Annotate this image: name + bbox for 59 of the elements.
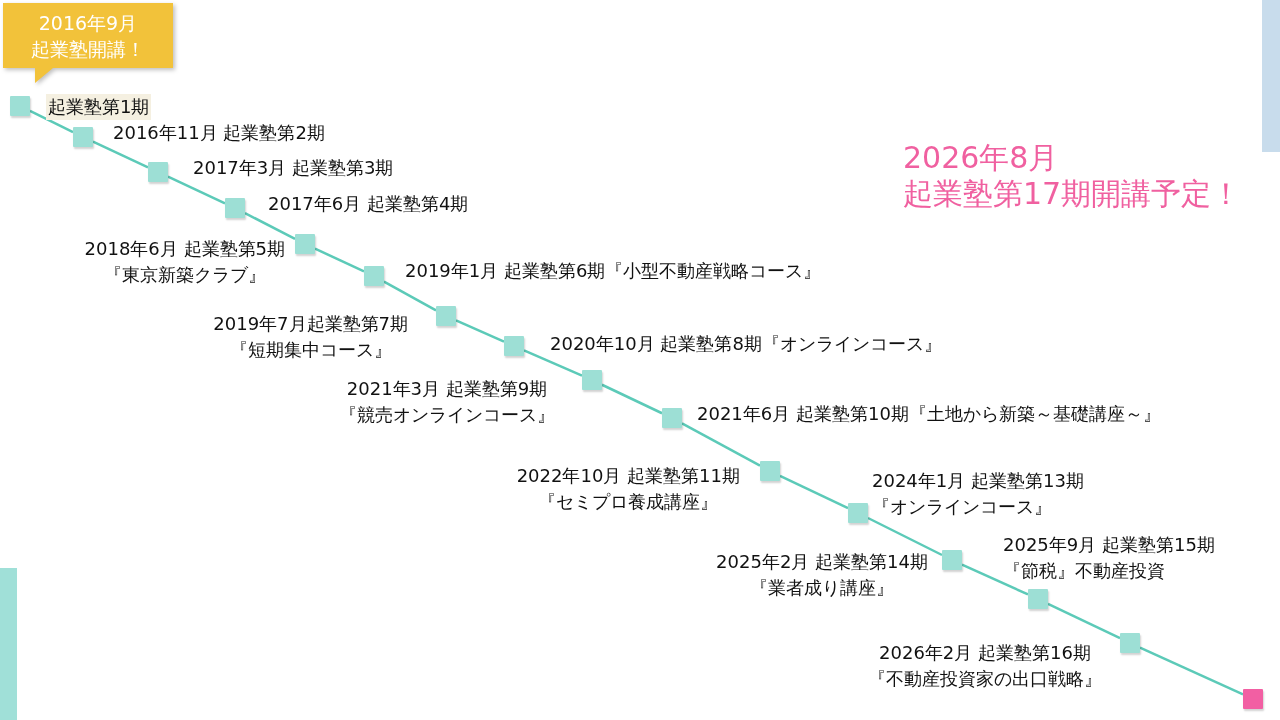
timeline-marker xyxy=(582,370,602,390)
callout-text: 起業塾開講！ xyxy=(31,36,145,62)
milestone-label: 2021年3月 起業塾第9期 xyxy=(346,377,548,401)
timeline-marker xyxy=(1243,689,1263,709)
milestone-label: 『業者成り講座』 xyxy=(750,576,895,600)
timeline-marker xyxy=(1120,633,1140,653)
timeline-marker xyxy=(148,162,168,182)
timeline-marker xyxy=(295,234,315,254)
timeline-marker xyxy=(1028,589,1048,609)
milestone-label: 2016年11月 起業塾第2期 xyxy=(113,121,325,145)
milestone-label: 『短期集中コース』 xyxy=(229,338,392,362)
timeline-line xyxy=(167,175,226,205)
milestone-label: 『オンラインコース』 xyxy=(872,495,1052,519)
callout-bubble xyxy=(3,3,173,83)
timeline-line xyxy=(1047,602,1121,640)
milestone-label: 2017年3月 起業塾第3期 xyxy=(193,156,394,180)
milestone-label: 2018年6月 起業塾第5期 xyxy=(84,237,285,261)
timeline-marker xyxy=(848,503,868,523)
timeline-marker xyxy=(760,461,780,481)
milestone-label: 2019年1月 起業塾第6期『小型不動産戦略コース』 xyxy=(405,259,822,283)
timeline-line xyxy=(1139,646,1244,696)
timeline-line xyxy=(455,319,505,343)
timeline-line xyxy=(523,349,583,377)
milestone-label: 2024年1月 起業塾第13期 xyxy=(872,469,1084,493)
milestone-label: 2025年9月 起業塾第15期 xyxy=(1003,533,1215,557)
timeline-line xyxy=(779,474,849,510)
timeline-line xyxy=(867,516,943,557)
milestone-label: 『節税』不動産投資 xyxy=(1003,559,1165,583)
milestone-label: 2026年2月 起業塾第16期 xyxy=(879,641,1091,665)
milestone-label: 2021年6月 起業塾第10期『土地から新築～基礎講座～』 xyxy=(697,402,1161,426)
milestone-label: 『セミプロ養成講座』 xyxy=(538,490,719,514)
timeline-line xyxy=(29,109,74,134)
milestone-label: 『競売オンラインコース』 xyxy=(339,403,555,427)
timeline-marker xyxy=(364,266,384,286)
milestone-label: 2022年10月 起業塾第11期 xyxy=(516,464,740,488)
milestone-label: 2025年2月 起業塾第14期 xyxy=(716,550,928,574)
timeline-line xyxy=(601,383,663,415)
timeline-line xyxy=(961,563,1029,596)
milestone-label: 『東京新築クラブ』 xyxy=(103,263,266,287)
timeline-line xyxy=(244,212,296,240)
timeline-line xyxy=(383,280,437,312)
timeline-marker xyxy=(436,306,456,326)
highlighted-label: 起業塾第1期 xyxy=(46,94,152,120)
milestone-label: 『不動産投資家の出口戦略』 xyxy=(868,667,1102,691)
timeline-line xyxy=(314,247,365,273)
timeline-marker xyxy=(73,127,93,147)
callout-text: 2016年9月 xyxy=(38,10,138,36)
announcement-text: 起業塾第17期開講予定！ xyxy=(903,176,1242,212)
milestone-label: 2020年10月 起業塾第8期『オンラインコース』 xyxy=(550,332,942,356)
announcement-text: 2026年8月 xyxy=(903,140,1060,176)
milestone-label: 2017年6月 起業塾第4期 xyxy=(268,192,469,216)
timeline-marker xyxy=(225,198,245,218)
timeline-line xyxy=(92,140,149,169)
timeline-marker xyxy=(10,96,30,116)
timeline-marker xyxy=(942,550,962,570)
timeline-line xyxy=(681,422,761,467)
timeline-marker xyxy=(504,336,524,356)
timeline-marker xyxy=(662,408,682,428)
milestone-label: 2019年7月起業塾第7期 xyxy=(213,312,408,336)
